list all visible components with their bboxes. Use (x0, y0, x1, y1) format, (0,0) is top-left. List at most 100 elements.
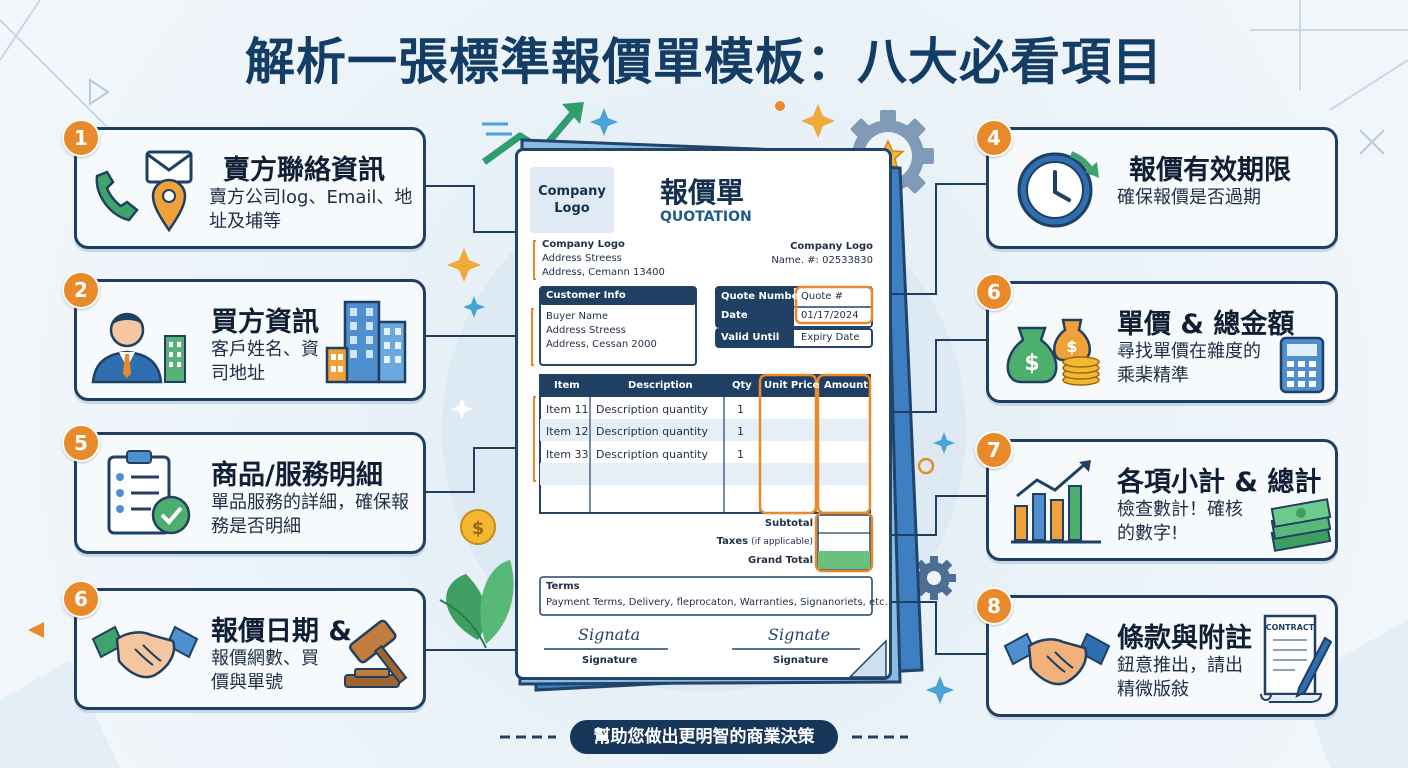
buildings-icon (164, 335, 186, 383)
money-bag-icon: $ $ (1006, 318, 1091, 384)
contract-icon: CONTRACT (1260, 614, 1333, 703)
terms-header: Terms (546, 581, 580, 592)
businessman-icon (91, 312, 163, 384)
contract-label: CONTRACT (1266, 623, 1315, 632)
step-badge: 6 (62, 580, 100, 618)
card-heading: 單價 & 總金額 (1117, 309, 1295, 340)
card-description: 報價網數、買價與單號 (211, 648, 319, 693)
step-badge: 4 (975, 119, 1013, 157)
svg-text:$: $ (472, 518, 485, 539)
subtotal-label: Subtotal (764, 518, 813, 529)
card-validity: 報價有效期限 確保報價是否過期 (986, 127, 1338, 249)
seller-address-2: Address, Cemann 13400 (542, 267, 665, 278)
card-heading: 各項小計 & 總計 (1117, 467, 1322, 498)
buildings-icon (325, 300, 407, 384)
card-description: 檢查數計！確核的數字! (1117, 499, 1243, 544)
check-badge-icon (151, 495, 191, 535)
card-item-details: 商品/服務明細 單品服務的詳細，確保報務是否明細 (74, 432, 426, 554)
table-cell: Description quantity (596, 425, 709, 438)
bar-chart-icon (1011, 460, 1101, 544)
quotation-title-en: QUOTATION (660, 209, 752, 225)
taxes-label: Taxes (if applicable) (717, 536, 813, 547)
signature-label-left: Signature (582, 655, 638, 666)
validity-illustration (1017, 151, 1099, 228)
table-header-unit-price: Unit Price (764, 380, 820, 391)
buyer-name: Buyer Name (546, 311, 609, 322)
step-badge: 8 (975, 587, 1013, 625)
quotation-document: Company Logo 報價單 QUOTATION Company Logo … (515, 148, 892, 680)
card-heading: 賣方聯絡資訊 (223, 155, 385, 186)
customer-info-header: Customer Info (546, 290, 626, 301)
taxes-note: (if applicable) (751, 537, 813, 547)
page-title: 解析一張標準報價單模板：八大必看項目 (245, 33, 1163, 91)
date-value: 01/17/2024 (801, 310, 859, 321)
svg-text:$: $ (1066, 337, 1077, 356)
terms-illustration (1003, 632, 1111, 686)
card-subtotals: 各項小計 & 總計 檢查數計！確核的數字! (986, 439, 1338, 561)
valid-until-label: Valid Until (721, 332, 780, 343)
phone-icon (95, 170, 139, 222)
card-terms-notes: CONTRACT 條款與附註 鈕意推出，請出精微版敍 (986, 595, 1338, 717)
gavel-icon (344, 619, 408, 688)
envelope-icon (145, 150, 193, 184)
card-description: 確保報價是否過期 (1117, 187, 1261, 208)
company-logo-placeholder: Company Logo (538, 184, 606, 216)
card-unit-price-total: $ $ 單價 & 總金額 尋找單價在雜度的乘棐精準 (986, 281, 1338, 403)
table-header-amount: Amount (824, 380, 869, 391)
buyer-info-illustration (91, 312, 186, 384)
terms-text: Payment Terms, Delivery, fleprocaton, Wa… (546, 597, 888, 608)
card-heading: 買方資訊 (211, 307, 319, 338)
seller-logo-label: Company Logo (542, 239, 625, 250)
handshake-icon (91, 625, 199, 679)
valid-until-value: Expiry Date (801, 332, 860, 343)
step-badge: 1 (62, 119, 100, 157)
footer-tagline: 幫助您做出更明智的商業決策 (570, 720, 838, 754)
card-buyer-info: 買方資訊 客戶姓名、資司地址 (74, 279, 426, 401)
signature-script-right: Signate (768, 625, 831, 644)
grand-total-label: Grand Total (748, 555, 813, 566)
seller-right-logo-label: Company Logo (790, 241, 873, 252)
table-cell: 1 (737, 403, 744, 416)
subtotal-illustration (1011, 460, 1101, 544)
seller-address-1: Address Streess (542, 253, 622, 264)
card-quote-date: 報價日期 & 報價網數、買價與單號 (74, 588, 426, 710)
card-description: 尋找單價在雜度的乘棐精準 (1117, 341, 1261, 386)
quote-date-illustration (91, 625, 199, 679)
signature-script-left: Signata (578, 625, 641, 644)
card-description: 賣方公司log、Email、地址及埔等 (209, 187, 413, 232)
item-details-illustration (107, 450, 191, 535)
card-heading: 報價有效期限 (1129, 155, 1291, 186)
table-cell: 1 (737, 425, 744, 438)
card-description: 鈕意推出，請出精微版敍 (1117, 655, 1243, 700)
coins-icon (1062, 356, 1100, 386)
cash-stack-icon (1270, 498, 1332, 552)
pen-icon (1295, 636, 1333, 698)
svg-text:$: $ (1024, 351, 1039, 376)
clock-icon (1017, 151, 1099, 228)
taxes-text: Taxes (716, 536, 749, 547)
table-cell: 1 (737, 448, 744, 461)
buyer-address-2: Address, Cessan 2000 (546, 339, 657, 350)
card-heading: 條款與附註 (1117, 623, 1252, 654)
step-badge: 2 (62, 271, 100, 309)
card-seller-contact: 賣方聯絡資訊 賣方公司log、Email、地址及埔等 (74, 127, 426, 249)
card-heading: 商品/服務明細 (211, 460, 383, 491)
date-label: Date (721, 310, 748, 321)
quotation-title-zh: 報價單 (660, 176, 745, 209)
table-cell: Item 12 (546, 425, 589, 438)
table-header-item: Item (554, 380, 580, 391)
calculator-icon (1279, 336, 1325, 394)
card-description: 單品服務的詳細，確保報務是否明細 (211, 492, 409, 537)
signature-label-right: Signature (773, 655, 829, 666)
seller-contact-illustration (95, 150, 193, 232)
card-heading: 報價日期 & (211, 616, 352, 647)
location-pin-icon (151, 178, 187, 232)
quotation-template-lines (530, 167, 887, 677)
card-description: 客戶姓名、資司地址 (211, 339, 319, 384)
money-illustration: $ $ (1006, 318, 1100, 386)
table-cell: Description quantity (596, 448, 709, 461)
table-cell: Description quantity (596, 403, 709, 416)
step-badge: 5 (62, 424, 100, 462)
step-badge: 6 (975, 273, 1013, 311)
